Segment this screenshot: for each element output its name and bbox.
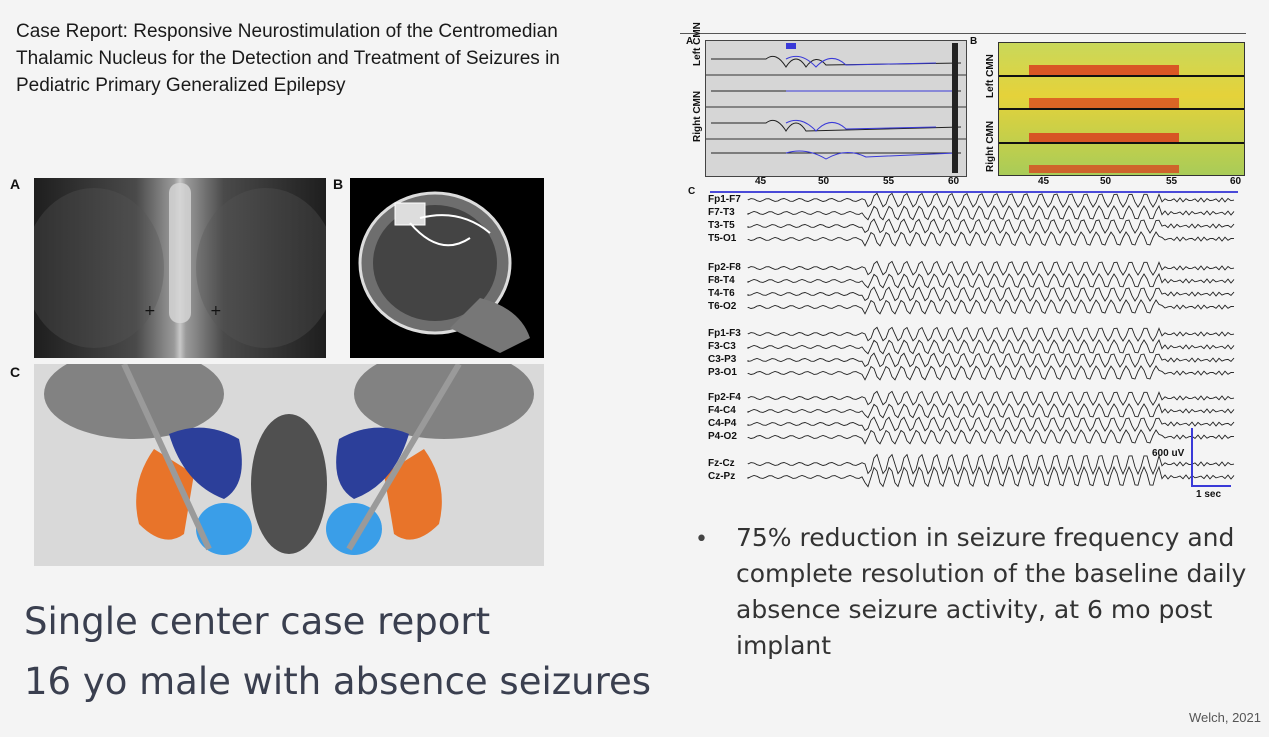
spectrogram-graphic [999,65,1244,173]
eeg-channel-label: T5-O1 [708,233,737,244]
eeg-channel-label: Fp1-F3 [708,328,741,339]
xray-image [350,178,544,358]
thalamus-3d-graphic [44,364,534,555]
ecog-b-tick-50: 50 [1100,176,1112,187]
panel-label-a: A [10,176,21,192]
eeg-channel-label: T4-T6 [708,288,735,299]
eeg-channel-label: Fp2-F8 [708,262,741,273]
ecog-b-tick-45: 45 [1038,176,1050,187]
eeg-trace [747,429,1235,445]
ecog-label-left-cmn: Left CMN [692,22,703,66]
eeg-trace [747,390,1235,406]
eeg-trace [747,204,1235,221]
summary-line-1: Single center case report [24,600,491,643]
eeg-trace [747,272,1235,289]
xray-graphic [358,191,530,353]
eeg-trace [747,326,1235,342]
eeg-trace [747,465,1235,488]
eeg-trace [747,402,1235,419]
ecog-a-tick-55: 55 [883,176,895,187]
ecog-a-tick-45: 45 [755,176,767,187]
thalamus-3d-render [34,364,544,566]
eeg-stim-bar [710,191,1238,193]
eeg-channel-label: Fp2-F4 [708,392,741,403]
scale-voltage-bar [1191,428,1193,486]
eeg-traces-panel [700,188,1240,493]
eeg-trace [747,286,1235,302]
eeg-trace [747,231,1235,247]
ecog-panel-label-a: A [686,36,694,47]
eeg-channel-label: F8-T4 [708,275,735,286]
eeg-channel-label: T3-T5 [708,220,735,231]
ecog-traces-graphic [706,43,966,173]
ecog-a-tick-60: 60 [948,176,960,187]
eeg-trace [747,416,1235,432]
spectrogram-label-right-cmn: Right CMN [985,120,996,172]
mri-graphic: + + [34,183,326,348]
eeg-channel-label: Fp1-F7 [708,194,741,205]
svg-text:+: + [210,303,222,319]
scale-voltage-label: 600 uV [1152,448,1185,459]
citation: Welch, 2021 [1188,710,1261,725]
ecog-a-tick-50: 50 [818,176,830,187]
eeg-channel-label: T6-O2 [708,301,737,312]
eeg-trace [747,453,1235,476]
panel-label-b: B [333,176,344,192]
scale-time-bar [1191,485,1231,487]
spectrogram-panel-label-b: B [970,36,978,47]
scale-time-label: 1 sec [1196,489,1222,500]
eeg-channel-label: C3-P3 [708,354,737,365]
eeg-channel-label: Cz-Pz [708,471,736,482]
eeg-channel-label: F3-C3 [708,341,736,352]
ecog-b-tick-55: 55 [1166,176,1178,187]
mri-image: + + [34,178,326,358]
figure-top-border [680,33,1246,34]
eeg-trace [747,352,1235,368]
eeg-channel-label: F7-T3 [708,207,735,218]
eeg-trace [747,218,1235,234]
spectrogram-panel [998,42,1245,176]
eeg-trace [747,338,1235,355]
eeg-channel-label: C4-P4 [708,418,737,429]
eeg-channel-label: P4-O2 [708,431,737,442]
bullet-text: 75% reduction in seizure frequency and c… [736,523,1247,660]
spectrogram-label-left-cmn: Left CMN [985,54,996,98]
bullet-dot: • [695,527,708,552]
eeg-channel-label: F4-C4 [708,405,736,416]
eeg-traces-graphic [747,192,1235,488]
eeg-trace [747,260,1235,276]
eeg-channel-label: P3-O1 [708,367,737,378]
summary-line-2: 16 yo male with absence seizures [24,660,652,703]
panel-label-c: C [10,364,21,380]
ecog-label-right-cmn: Right CMN [692,90,703,142]
eeg-trace [747,299,1235,315]
eeg-panel-label-c: C [688,186,696,197]
eeg-trace [747,192,1235,208]
slide-title: Case Report: Responsive Neurostimulation… [16,21,560,96]
ecog-traces-panel [705,40,967,177]
eeg-trace [747,365,1235,381]
ecog-b-tick-60: 60 [1230,176,1242,187]
svg-text:+: + [144,303,156,319]
eeg-channel-label: Fz-Cz [708,458,735,469]
